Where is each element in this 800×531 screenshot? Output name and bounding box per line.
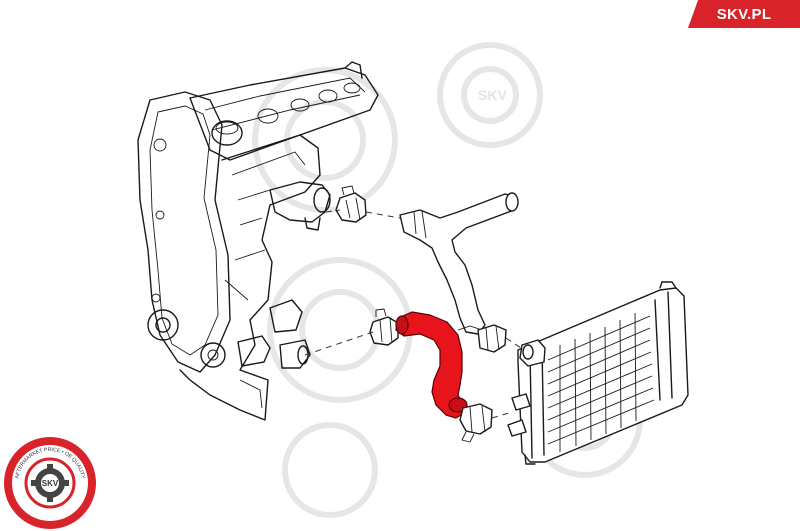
radiator-top-clamp [477, 324, 507, 353]
radiator-bottom-clamp [459, 403, 493, 443]
logo-center-text: SKV [42, 479, 59, 488]
lower-hose-clamp [369, 308, 399, 346]
highlighted-coolant-hose [395, 311, 468, 419]
assembly-lines [304, 209, 525, 419]
brand-tag[interactable]: SKV.PL [688, 0, 800, 28]
engine-block [137, 61, 379, 421]
watermark-text: SKV [478, 87, 507, 103]
skv-auto-parts-logo: SKV AFTERMARKET PRICE • OE QUALITY AUTO … [4, 437, 96, 529]
upper-hose-clamp [335, 185, 367, 223]
radiator [507, 281, 689, 465]
upper-radiator-hose [399, 192, 519, 335]
